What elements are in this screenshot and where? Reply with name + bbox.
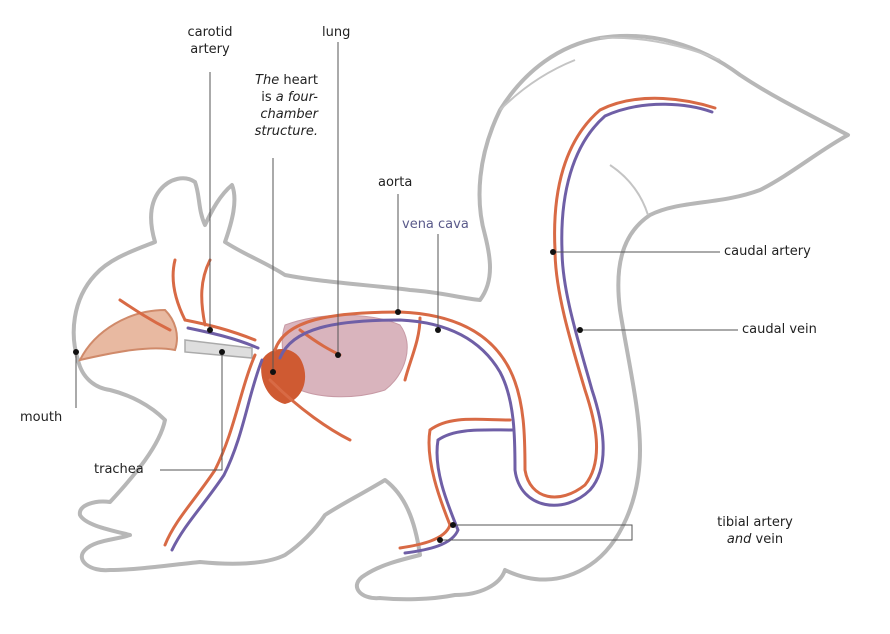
dot-heart — [270, 369, 276, 375]
tail-fur-outline — [499, 36, 721, 216]
dot-carotid — [207, 327, 213, 333]
carotid-vessel — [183, 318, 257, 342]
dot-lung — [335, 352, 341, 358]
dot-tibial-artery — [450, 522, 456, 528]
leader-lines — [75, 42, 738, 541]
carotid-line1: carotid — [187, 25, 233, 40]
heart-shape — [261, 348, 306, 404]
dot-trachea — [219, 349, 225, 355]
mouth-text: mouth — [20, 410, 63, 425]
dot-mouth — [73, 349, 79, 355]
trachea-text: trachea — [94, 462, 144, 477]
tibial-line1: tibial artery — [717, 515, 793, 530]
squirrel-outline — [71, 33, 850, 602]
label-lung: lung — [322, 24, 350, 41]
heart-note-a-four: a four- — [271, 90, 318, 105]
mouth-shape — [78, 308, 178, 362]
heart-note-structure: structure. — [254, 124, 318, 139]
dot-vena-cava — [435, 327, 441, 333]
label-caudal-artery: caudal artery — [724, 243, 811, 260]
hindleg-artery — [398, 417, 512, 550]
dot-tibial-vein — [437, 537, 443, 543]
caudal-artery-text: caudal artery — [724, 244, 811, 259]
label-carotid-artery: carotid artery — [176, 24, 244, 58]
caudal-vein-text: caudal vein — [742, 322, 817, 337]
leader-tibial — [440, 524, 633, 541]
label-trachea: trachea — [94, 461, 144, 478]
leader-trachea — [160, 352, 223, 471]
dot-aorta — [395, 309, 401, 315]
foreleg-vein — [170, 358, 264, 552]
carotid-line2: artery — [190, 42, 230, 57]
jugular-vessel — [186, 326, 260, 350]
tibial-vein: vein — [751, 532, 784, 547]
label-tibial: tibial artery and vein — [700, 514, 810, 548]
label-aorta: aorta — [378, 174, 412, 191]
heart-note-the: The — [255, 73, 280, 88]
tibial-and: and — [726, 532, 752, 547]
label-vena-cava: vena cava — [402, 216, 469, 233]
hindleg-vein — [403, 428, 514, 555]
aorta-vessel — [273, 96, 717, 499]
aorta-text: aorta — [378, 175, 413, 190]
artery-network — [118, 96, 717, 550]
label-dots — [73, 249, 583, 543]
foreleg-artery — [163, 353, 257, 547]
dot-caudal-vein — [577, 327, 583, 333]
label-caudal-vein: caudal vein — [742, 321, 817, 338]
vena-cava-vessel — [278, 102, 714, 507]
label-mouth: mouth — [20, 409, 62, 426]
lung-text: lung — [322, 25, 351, 40]
vein-network — [170, 102, 714, 555]
vena-cava-text: vena cava — [402, 217, 469, 232]
dot-caudal-artery — [550, 249, 556, 255]
heart-note-chamber: chamber — [260, 107, 318, 122]
label-heart-note: The heart is a four- chamber structure. — [246, 72, 318, 140]
head-branches — [118, 258, 212, 332]
heart-note-is: is — [261, 90, 272, 105]
heart-note-heart: heart — [279, 73, 318, 88]
trachea-shape — [184, 339, 253, 359]
